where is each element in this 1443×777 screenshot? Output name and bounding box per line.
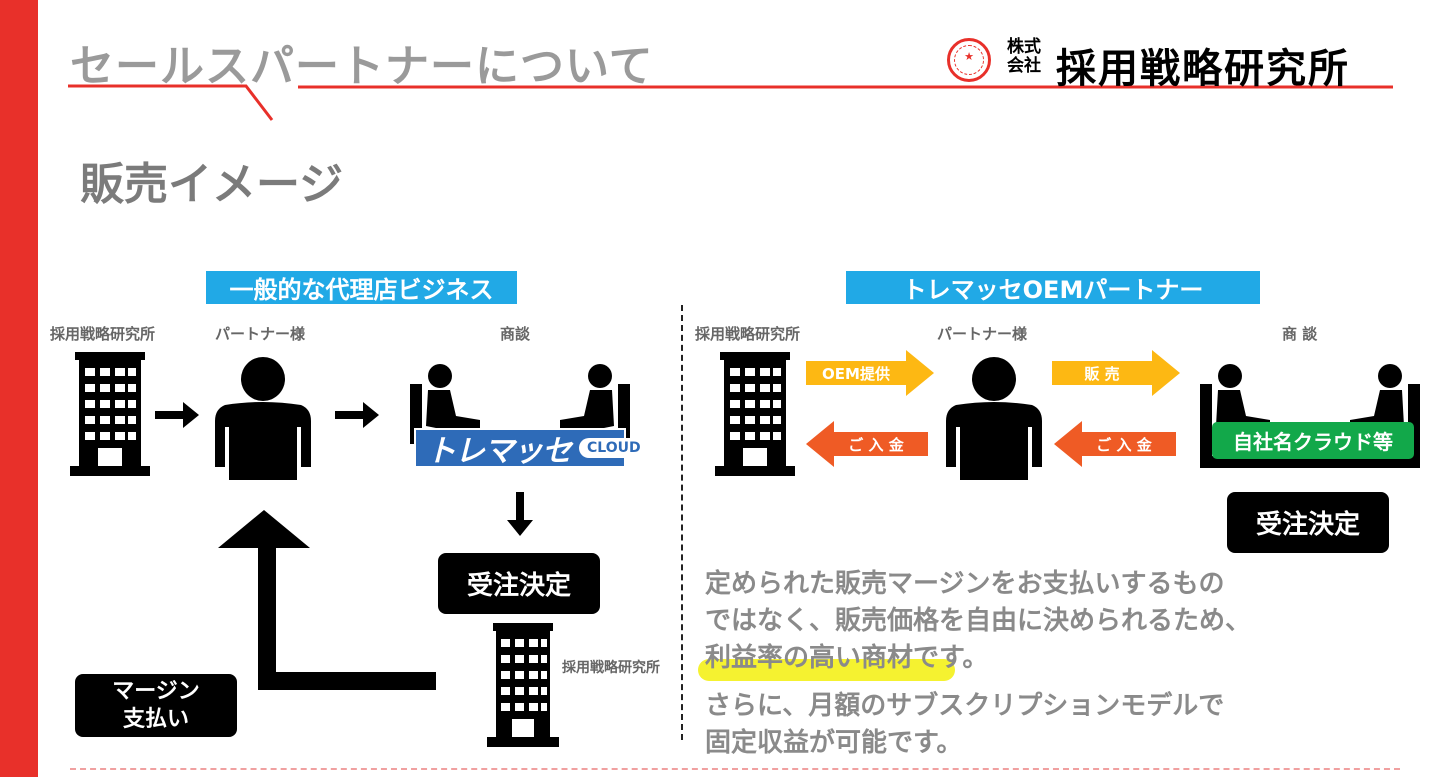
partner-person-icon	[215, 357, 311, 480]
footer-divider	[70, 768, 1400, 770]
label-company-bottom: 採用戦略研究所	[562, 660, 660, 676]
label-company: 採用戦略研究所	[695, 325, 801, 343]
left-section-heading: 一般的な代理店ビジネス	[206, 271, 517, 304]
sales-label: 販 売	[1084, 364, 1120, 383]
margin-payment-badge: マージン 支払い	[75, 674, 237, 737]
right-section-heading: トレマッセOEMパートナー	[846, 271, 1260, 304]
description-line: ではなく、販売価格を自由に決められるため、	[705, 606, 1252, 636]
arrow-right-icon	[335, 402, 379, 428]
label-meeting: 商 談	[1282, 325, 1318, 343]
logo-cloud-badge: CLOUD	[579, 438, 649, 458]
description-line: さらに、月額のサブスクリプションモデルで	[705, 691, 1225, 721]
meeting-icon	[1200, 364, 1420, 468]
own-brand-cloud-label: 自社名クラウド等	[1212, 422, 1414, 459]
order-decision-badge: 受注決定	[1227, 492, 1389, 553]
order-decision-badge: 受注決定	[438, 553, 600, 614]
description-line: 定められた販売マージンをお支払いするもの	[705, 569, 1225, 599]
sales-arrow	[1052, 350, 1180, 396]
label-meeting: 商談	[500, 325, 531, 343]
text-highlight-marker	[698, 659, 955, 681]
label-partner: パートナー様	[215, 325, 306, 343]
payment-label: ご 入 金	[1096, 435, 1152, 454]
description-line: 利益率の高い商材です。	[705, 643, 989, 673]
oem-supply-arrow	[806, 350, 934, 396]
partner-person-icon	[946, 357, 1042, 480]
company-seal-logo: ★	[947, 38, 991, 82]
margin-return-arrow	[218, 510, 436, 690]
building-icon	[715, 352, 795, 476]
section-divider	[681, 305, 683, 740]
toremasse-cloud-logo: トレマッセ CLOUD	[414, 428, 649, 469]
arrow-down-icon	[507, 492, 533, 536]
section-subtitle: 販売イメージ	[80, 159, 344, 210]
company-prefix: 株式 会社	[1007, 37, 1041, 76]
arrow-right-icon	[155, 402, 199, 428]
payment-arrow	[806, 421, 928, 467]
payment-label: ご 入 金	[848, 435, 904, 454]
description-line: 固定収益が可能です。	[705, 728, 963, 758]
company-name: 採用戦略研究所	[1056, 46, 1350, 92]
label-partner: パートナー様	[937, 325, 1028, 343]
title-underline	[68, 84, 1393, 121]
building-icon	[70, 352, 150, 476]
oem-supply-label: OEM提供	[822, 364, 890, 383]
logo-wordmark: トレマッセ	[426, 434, 572, 469]
accent-sidebar-bar	[0, 0, 38, 777]
page-title: セールスパートナーについて	[70, 41, 654, 92]
building-icon	[487, 623, 559, 747]
meeting-icon	[410, 364, 630, 444]
payment-arrow	[1054, 421, 1176, 467]
label-company: 採用戦略研究所	[50, 325, 156, 343]
